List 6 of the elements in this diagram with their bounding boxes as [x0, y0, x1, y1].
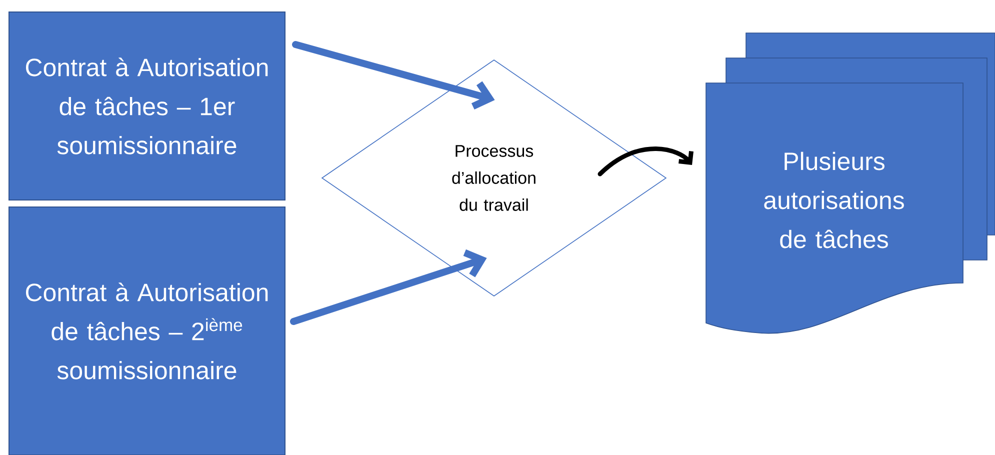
- arrow: [290, 249, 487, 325]
- process-box: Contrat à Autorisation de tâches – 1er soumissionnaire: [8, 12, 286, 200]
- arrow: [598, 146, 694, 176]
- process-box: Contrat à Autorisation de tâches – 2$^{ième}$ soumissionnaire: [8, 206, 286, 455]
- document-stack: Plusieurs autorisations de tâches: [706, 32, 995, 334]
- arrow: [292, 41, 495, 110]
